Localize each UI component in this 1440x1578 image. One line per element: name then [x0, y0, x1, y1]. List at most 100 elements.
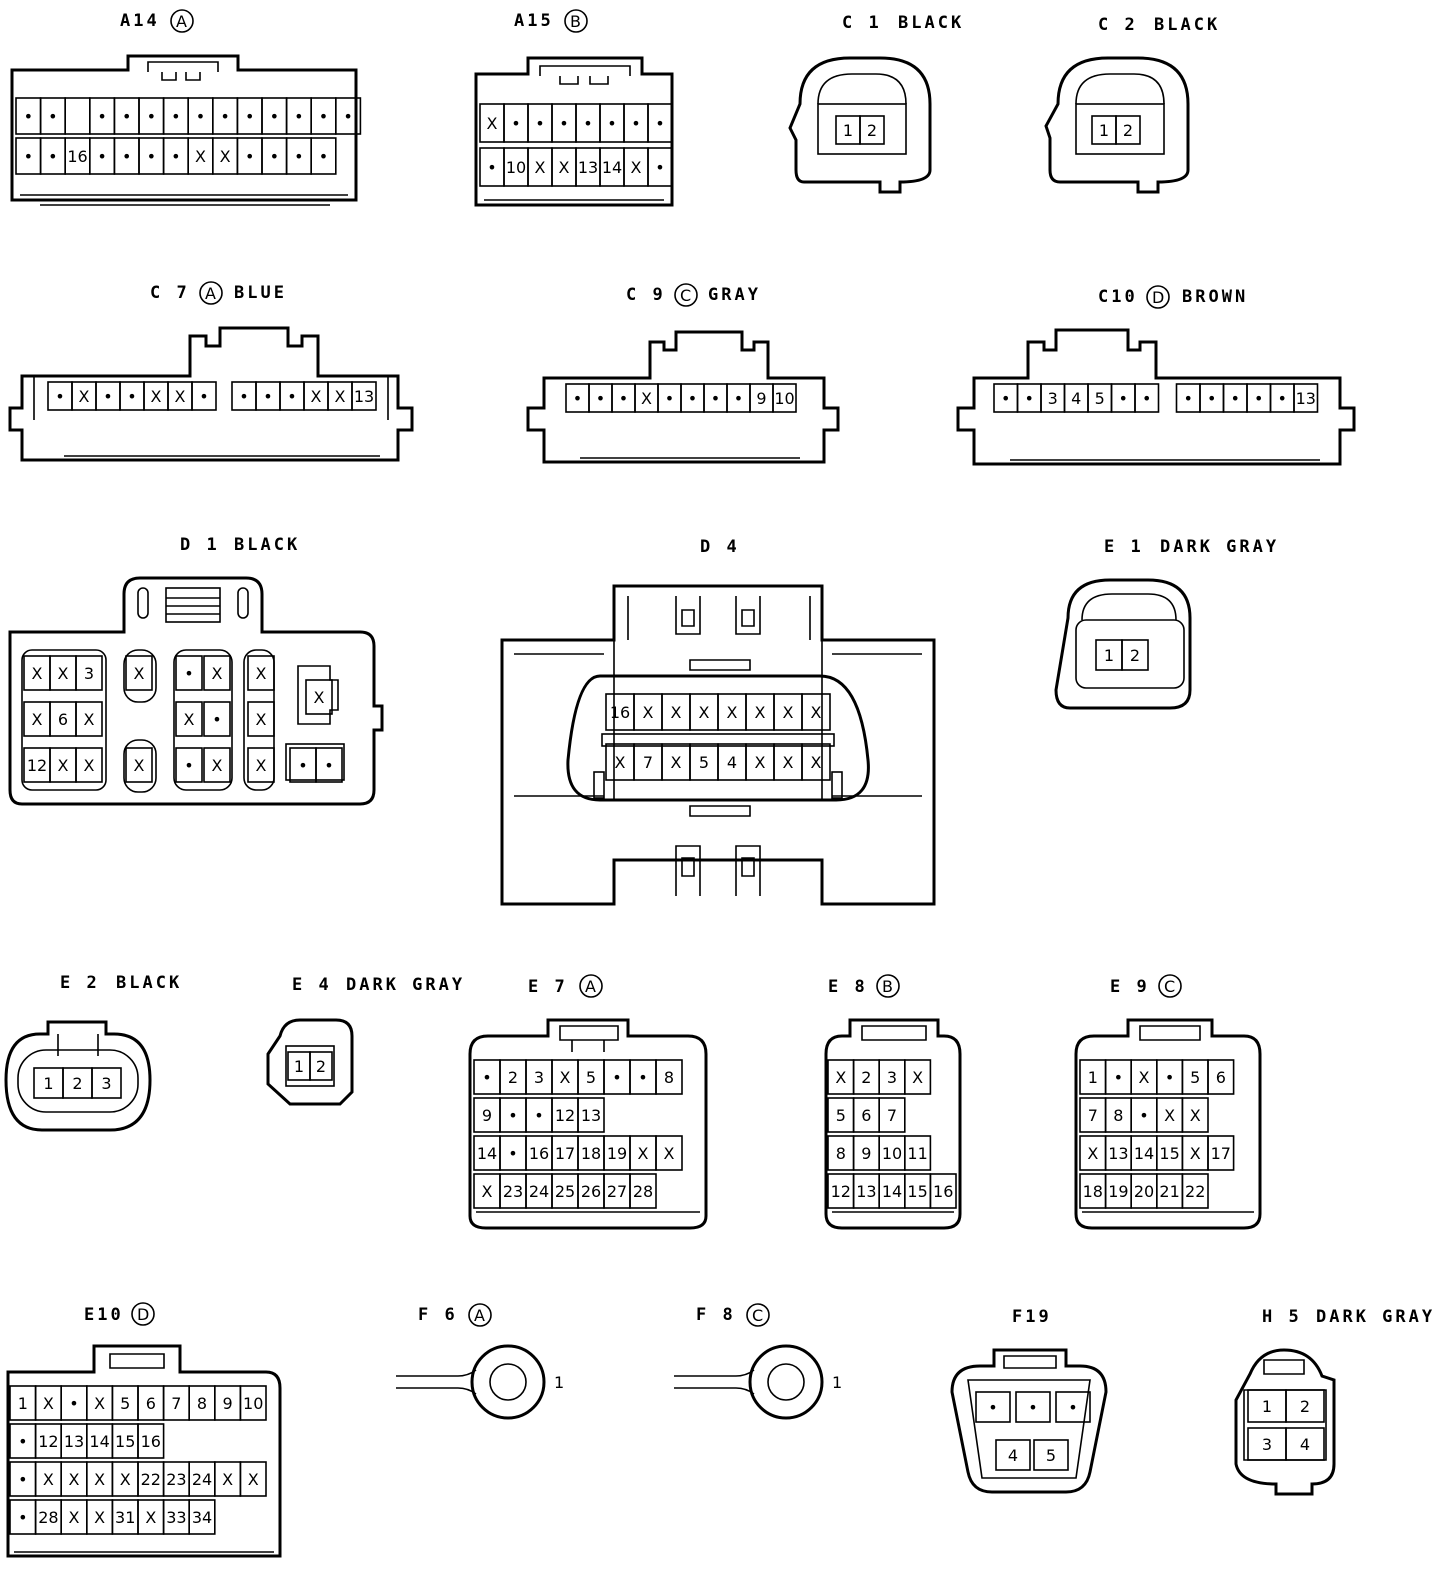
pin-label: 23 — [503, 1182, 523, 1201]
connector-f8-code: C — [752, 1306, 763, 1325]
pin-label: X — [631, 158, 642, 177]
pin-label: 18 — [581, 1144, 601, 1163]
pin-label: X — [184, 710, 195, 729]
pin-label: X — [482, 1182, 493, 1201]
pin-label: 15 — [115, 1432, 135, 1451]
pin-label: X — [151, 387, 162, 406]
pin-label: X — [94, 1470, 105, 1489]
pin-label: • — [97, 147, 106, 166]
pin-cavity — [315, 747, 343, 783]
pin-label: • — [559, 114, 568, 133]
pin-label: X — [248, 1470, 259, 1489]
connector-f6-id: F 6 — [418, 1305, 458, 1325]
pin-cavity — [203, 701, 231, 737]
pin-label: • — [607, 114, 616, 133]
pin-label: X — [664, 1144, 675, 1163]
pin-label: 2 — [867, 121, 877, 140]
pin-label: 1 — [1262, 1397, 1272, 1416]
connector-c2-id: C 2 — [1098, 15, 1138, 35]
pin-cavity — [203, 747, 231, 783]
pin-label: • — [596, 389, 605, 408]
pin-label: X — [32, 664, 43, 683]
pin-cavity — [772, 383, 797, 413]
connector-e10-code: D — [137, 1305, 149, 1324]
pin-label: 12 — [555, 1106, 575, 1125]
pin-cavity — [929, 1173, 957, 1209]
pin-cavity — [655, 1059, 683, 1095]
pin-label: • — [69, 1394, 78, 1413]
pin-label: X — [783, 753, 794, 772]
pin-cavity — [1055, 1391, 1091, 1423]
pin-label: X — [43, 1394, 54, 1413]
pin-label: 5 — [586, 1068, 596, 1087]
pin-label: 13 — [578, 158, 598, 177]
pin-label: • — [1114, 1068, 1123, 1087]
pin-label: X — [256, 710, 267, 729]
pin-label: X — [43, 1470, 54, 1489]
pin-cavity — [188, 1499, 216, 1535]
connector-f19-id: F19 — [1012, 1307, 1052, 1327]
pin-label: • — [199, 387, 208, 406]
pin-cavity — [191, 381, 217, 411]
pin-label: X — [94, 1394, 105, 1413]
pin-cavity — [975, 1391, 1011, 1423]
pin-label: X — [314, 688, 325, 707]
pin-cavity — [801, 693, 831, 731]
pin-label: X — [220, 147, 231, 166]
pin-cavity — [175, 655, 203, 691]
pin-label: • — [1068, 1398, 1077, 1417]
pin-label: • — [184, 664, 193, 683]
pin-label: X — [811, 703, 822, 722]
pin-label: X — [134, 664, 145, 683]
pin-label: 6 — [146, 1394, 156, 1413]
pin-label: X — [69, 1470, 80, 1489]
pin-label: X — [69, 1508, 80, 1527]
pin-label: • — [18, 1508, 27, 1527]
pin-label: • — [287, 387, 296, 406]
pin-cavity — [878, 1097, 906, 1133]
pin-label: • — [245, 147, 254, 166]
connector-e2-id: E 2 — [60, 973, 100, 993]
pin-label: X — [912, 1068, 923, 1087]
pin-cavity — [75, 747, 103, 783]
pin-label: 4 — [1008, 1446, 1018, 1465]
pin-cavity — [305, 679, 333, 715]
pin-label: • — [688, 389, 697, 408]
pin-label: X — [311, 387, 322, 406]
pin-label: X — [79, 387, 90, 406]
connector-c7-code: A — [205, 284, 216, 303]
pin-label: • — [638, 1068, 647, 1087]
pin-label: X — [335, 387, 346, 406]
pin-label: • — [1207, 389, 1216, 408]
pin-label: 8 — [836, 1144, 846, 1163]
connector-e1-id: E 1 — [1104, 537, 1144, 557]
pin-label: 14 — [882, 1182, 902, 1201]
pin-label: 13 — [1296, 389, 1316, 408]
pin-label: 17 — [555, 1144, 575, 1163]
pin-label: • — [48, 147, 57, 166]
pin-label: • — [270, 147, 279, 166]
pin-label: 2 — [72, 1074, 82, 1093]
pin-label: 23 — [166, 1470, 186, 1489]
pin-cavity — [1181, 1097, 1209, 1133]
pin-label: • — [127, 387, 136, 406]
connector-e2-color: BLACK — [116, 973, 182, 993]
connector-h5-id: H 5 — [1262, 1307, 1302, 1327]
pin-label: 3 — [1262, 1435, 1272, 1454]
pin-label: 1 — [43, 1074, 53, 1093]
pin-cavity — [1293, 383, 1319, 413]
pin-label: X — [1190, 1106, 1201, 1125]
pin-label: 6 — [861, 1106, 871, 1125]
pin-cavity — [1033, 1439, 1069, 1471]
connector-c9-code: C — [680, 286, 691, 305]
pin-label: 13 — [64, 1432, 84, 1451]
pin-label: • — [988, 1398, 997, 1417]
pin-cavity — [309, 1051, 333, 1081]
connector-e1-color: DARK GRAY — [1160, 537, 1279, 557]
pin-label: • — [18, 1470, 27, 1489]
